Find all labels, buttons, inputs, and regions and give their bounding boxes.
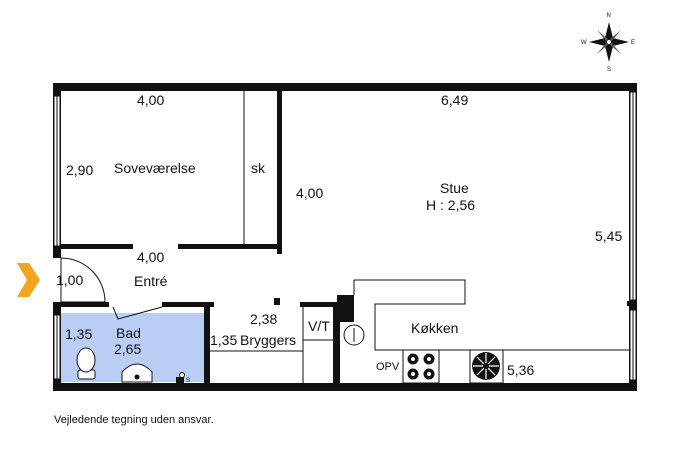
bathroom-door <box>112 306 163 320</box>
appliance-label-opv: OPV <box>376 361 400 373</box>
dim-stue-depth: 5,45 <box>595 228 622 244</box>
room-label-kokken: Køkken <box>411 320 458 336</box>
bryggers-counter <box>210 307 333 384</box>
dim-bad-depth: 1,35 <box>65 326 92 342</box>
disclaimer-text: Vejledende tegning uden ansvar. <box>54 414 214 426</box>
dim-bryggers-width: 2,38 <box>250 311 277 327</box>
dim-entre-depth: 1,00 <box>56 272 83 288</box>
room-height-label: H : 2,56 <box>426 197 475 213</box>
dim-stue-center: 4,00 <box>296 185 323 201</box>
washbasin-icon <box>121 363 153 383</box>
entry-arrow-icon <box>17 263 40 297</box>
dim-stue-width: 6,49 <box>441 92 468 108</box>
entry-door <box>60 257 106 303</box>
dim-entre-width: 4,00 <box>137 249 164 265</box>
room-label-vt: V/T <box>308 318 330 334</box>
windows <box>53 91 637 381</box>
sink-icon <box>343 324 365 346</box>
dim-kitchen-width: 5,36 <box>507 362 534 378</box>
room-label-bad: Bad <box>116 325 141 341</box>
room-label-sovevaerelse: Soveværelse <box>114 160 196 176</box>
compass-north: N <box>607 13 611 19</box>
dishwasher-icon <box>469 349 504 384</box>
washer-marker-icon: S <box>176 372 190 384</box>
room-label-entre: Entré <box>134 273 168 289</box>
room-label-bryggers: Bryggers <box>240 332 296 348</box>
compass-west: W <box>581 40 587 46</box>
stove-icon <box>402 349 440 384</box>
dim-bad-width: 2,65 <box>114 341 141 357</box>
dim-bryggers-depth: 1,35 <box>210 332 237 348</box>
compass-rose-icon <box>589 22 629 62</box>
room-label-stue: Stue <box>440 180 469 196</box>
kitchen-counters <box>353 279 629 351</box>
svg-text:S: S <box>186 378 190 384</box>
interior-walls <box>61 91 637 384</box>
room-label-sk: sk <box>251 160 266 176</box>
compass-south: S <box>607 67 611 73</box>
dim-sov-width: 4,00 <box>137 92 164 108</box>
toilet-icon <box>76 347 96 380</box>
compass-east: E <box>631 40 635 46</box>
dim-sov-depth: 2,90 <box>66 162 93 178</box>
